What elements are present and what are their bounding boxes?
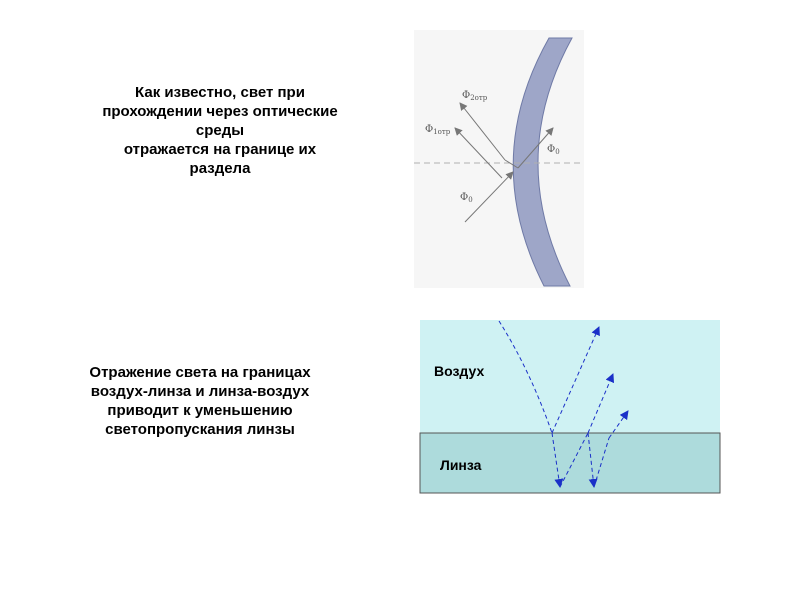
text-line: прохождении через оптические [102, 103, 338, 120]
curved-lens [512, 37, 573, 287]
label-phi-2otr: Φ2отр [462, 90, 488, 102]
refracted-ray-down [551, 432, 564, 488]
lens-reflection-diagram: Φ2отр Φ1отр Φ0 Φ0 [414, 30, 584, 288]
internal-ray [504, 159, 519, 169]
reflected-ray-2 [459, 102, 506, 161]
exit-ray-1 [587, 373, 615, 434]
diagram-background [414, 30, 584, 288]
lens-label: Линза [440, 457, 482, 473]
label-phi-0-transmitted: Φ0 [547, 144, 560, 156]
incident-ray [464, 171, 514, 223]
exit-ray-2 [608, 410, 629, 439]
reflected-ray-air [551, 326, 600, 434]
internal-reflection-up [559, 432, 589, 488]
label-phi-1otr: Φ1отр [425, 124, 451, 136]
text-line: отражается на границе их [123, 141, 317, 158]
air-region [420, 320, 720, 433]
text-line: приводит к уменьшению [107, 402, 293, 419]
text-line: Как известно, свет при [135, 84, 305, 101]
reflected-ray-1 [454, 127, 503, 179]
paragraph-reflection-intro: Как известно, свет при прохождении через… [70, 83, 370, 178]
transmitted-ray [517, 127, 554, 169]
paragraph-transmission-loss: Отражение света на границах воздух-линза… [50, 363, 350, 439]
air-label: Воздух [434, 363, 484, 379]
incident-ray [498, 320, 553, 434]
text-line: светопропускания линзы [105, 421, 295, 438]
internal-reflection-up-2 [593, 437, 610, 488]
refracted-ray-down-2 [587, 432, 598, 488]
lens-region [419, 432, 721, 494]
text-line: среды [195, 122, 245, 139]
text-line: воздух-линза и линза-воздух [90, 383, 310, 400]
text-line: Отражение света на границах [89, 364, 311, 381]
label-phi-0-incident: Φ0 [460, 192, 473, 204]
text-line: раздела [189, 160, 251, 177]
air-lens-interface-diagram: Воздух Линза [419, 320, 721, 494]
